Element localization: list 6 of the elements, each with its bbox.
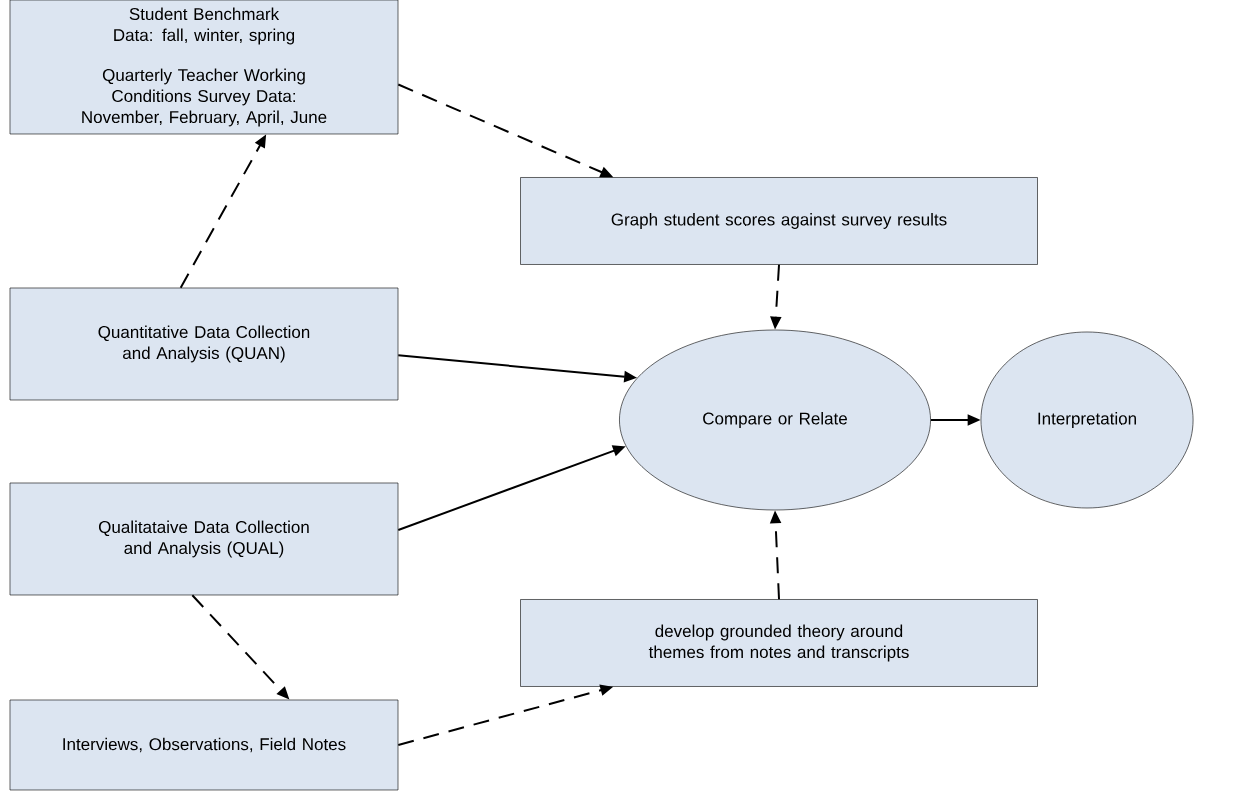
process-box: Interviews, Observations, Field Notes — [9, 699, 399, 791]
process-box: Student Benchmark Data: fall, winter, spring Quarterly Teacher Working Conditions Survey Data: November, February, April, June — [9, 0, 399, 135]
process-box: develop grounded theory around themes from notes and transcripts — [520, 599, 1038, 687]
process-box: Quantitative Data Collection and Analysis (QUAN) — [9, 287, 399, 401]
process-box: Qualitataive Data Collection and Analysis (QUAL) — [9, 482, 399, 596]
process-box: Graph student scores against survey results — [520, 177, 1038, 265]
